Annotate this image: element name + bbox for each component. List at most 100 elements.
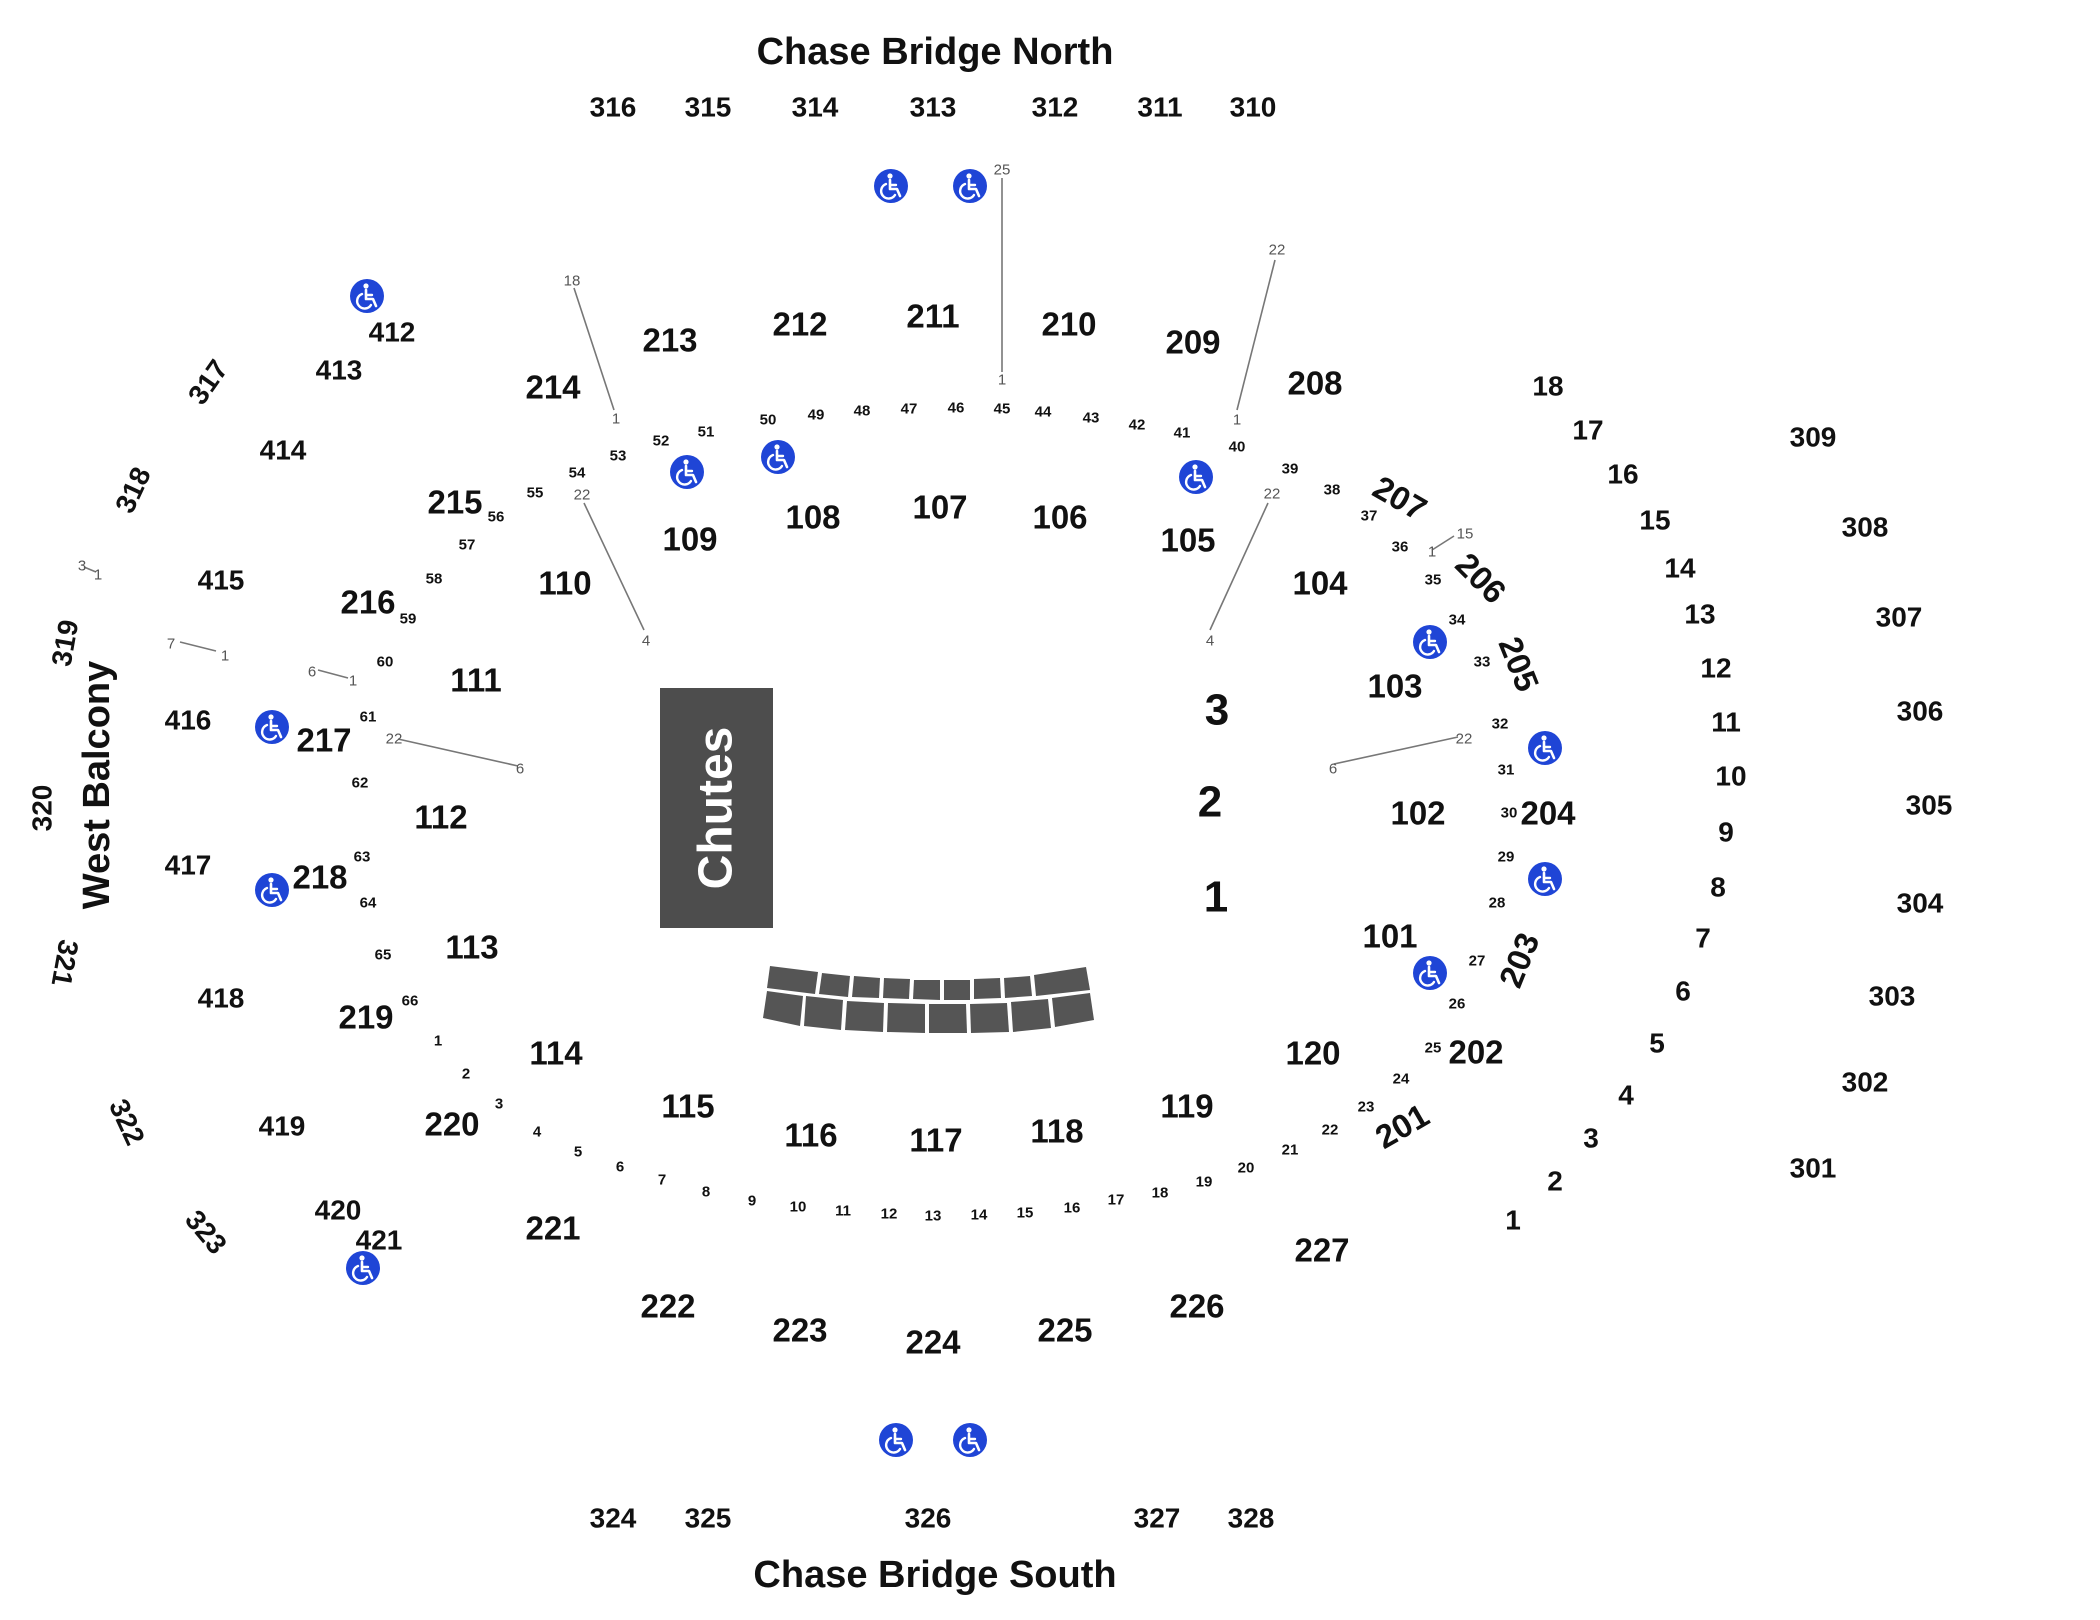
stage-block[interactable]	[804, 996, 843, 1030]
section-316[interactable]: 316	[590, 92, 637, 123]
row-number-21[interactable]: 21	[1282, 1142, 1299, 1159]
row-number-14[interactable]: 14	[971, 1207, 988, 1224]
stage-block[interactable]	[767, 966, 818, 994]
section-302[interactable]: 302	[1842, 1067, 1889, 1098]
section-113[interactable]: 113	[445, 929, 498, 966]
row-number-12[interactable]: 12	[881, 1206, 898, 1223]
row-number-42[interactable]: 42	[1129, 417, 1146, 434]
wheelchair-icon[interactable]	[255, 873, 289, 907]
section-101[interactable]: 101	[1362, 918, 1417, 955]
row-number-29[interactable]: 29	[1498, 849, 1515, 866]
section-322[interactable]: 322	[103, 1094, 151, 1149]
section-320[interactable]: 320	[27, 785, 58, 832]
row-number-54[interactable]: 54	[569, 465, 586, 482]
section-107[interactable]: 107	[912, 489, 967, 526]
stage-block[interactable]	[913, 980, 940, 1000]
section-314[interactable]: 314	[792, 92, 839, 123]
section-108[interactable]: 108	[785, 499, 840, 536]
row-number-35[interactable]: 35	[1425, 572, 1442, 589]
floor-row-2[interactable]: 2	[1547, 1166, 1563, 1197]
section-317[interactable]: 317	[182, 354, 234, 410]
row-number-44[interactable]: 44	[1035, 404, 1052, 421]
row-number-17[interactable]: 17	[1108, 1192, 1125, 1209]
section-417[interactable]: 417	[165, 850, 212, 881]
section-206[interactable]: 206	[1448, 545, 1513, 610]
wheelchair-icon[interactable]	[1413, 956, 1447, 990]
section-213[interactable]: 213	[642, 322, 697, 359]
row-number-7[interactable]: 7	[658, 1172, 666, 1189]
floor-row-13[interactable]: 13	[1684, 599, 1715, 630]
section-120[interactable]: 120	[1285, 1035, 1340, 1072]
row-number-23[interactable]: 23	[1358, 1099, 1375, 1116]
section-203[interactable]: 203	[1492, 928, 1547, 993]
section-303[interactable]: 303	[1869, 981, 1916, 1012]
wheelchair-icon[interactable]	[879, 1423, 913, 1457]
row-number-63[interactable]: 63	[354, 849, 371, 866]
stage-block[interactable]	[974, 978, 1001, 999]
row-number-55[interactable]: 55	[527, 485, 544, 502]
wheelchair-icon[interactable]	[953, 1423, 987, 1457]
section-211[interactable]: 211	[906, 298, 959, 335]
floor-row-7[interactable]: 7	[1695, 923, 1711, 954]
wheelchair-icon[interactable]	[1413, 625, 1447, 659]
wheelchair-icon[interactable]	[346, 1251, 380, 1285]
row-number-25[interactable]: 25	[1425, 1040, 1442, 1057]
stage-block[interactable]	[970, 1003, 1009, 1033]
section-304[interactable]: 304	[1897, 888, 1944, 919]
section-118[interactable]: 118	[1030, 1113, 1083, 1150]
section-222[interactable]: 222	[640, 1288, 695, 1325]
section-310[interactable]: 310	[1230, 92, 1277, 123]
section-315[interactable]: 315	[685, 92, 732, 123]
section-414[interactable]: 414	[260, 435, 307, 466]
section-221[interactable]: 221	[525, 1210, 580, 1247]
floor-row-12[interactable]: 12	[1700, 653, 1731, 684]
section-420[interactable]: 420	[315, 1195, 362, 1226]
floor-row-14[interactable]: 14	[1664, 553, 1696, 584]
row-number-60[interactable]: 60	[377, 654, 394, 671]
row-number-47[interactable]: 47	[901, 401, 918, 418]
section-412[interactable]: 412	[369, 317, 416, 348]
stage-block[interactable]	[1004, 976, 1032, 998]
floor-row-5[interactable]: 5	[1649, 1028, 1665, 1059]
row-number-15[interactable]: 15	[1017, 1205, 1034, 1222]
section-205[interactable]: 205	[1492, 632, 1547, 697]
row-number-66[interactable]: 66	[402, 993, 419, 1010]
wheelchair-icon[interactable]	[874, 169, 908, 203]
row-number-8[interactable]: 8	[702, 1184, 710, 1201]
section-201[interactable]: 201	[1369, 1096, 1435, 1156]
stage-block[interactable]	[845, 1001, 884, 1032]
row-number-36[interactable]: 36	[1392, 539, 1409, 556]
row-number-9[interactable]: 9	[748, 1193, 756, 1210]
section-111[interactable]: 111	[450, 662, 501, 699]
floor-row-10[interactable]: 10	[1715, 761, 1746, 792]
section-117[interactable]: 117	[909, 1122, 962, 1159]
row-number-6[interactable]: 6	[616, 1159, 624, 1176]
section-308[interactable]: 308	[1842, 512, 1889, 543]
row-number-40[interactable]: 40	[1229, 439, 1246, 456]
section-419[interactable]: 419	[259, 1111, 306, 1142]
section-311[interactable]: 311	[1137, 92, 1182, 123]
section-327[interactable]: 327	[1134, 1503, 1181, 1534]
section-416[interactable]: 416	[165, 705, 212, 736]
row-number-52[interactable]: 52	[653, 433, 670, 450]
row-number-31[interactable]: 31	[1498, 762, 1515, 779]
section-119[interactable]: 119	[1160, 1088, 1213, 1125]
section-114[interactable]: 114	[529, 1035, 583, 1072]
section-418[interactable]: 418	[198, 983, 245, 1014]
row-number-53[interactable]: 53	[610, 448, 627, 465]
row-number-43[interactable]: 43	[1083, 410, 1100, 427]
section-115[interactable]: 115	[661, 1088, 714, 1125]
floor-row-16[interactable]: 16	[1607, 459, 1638, 490]
row-number-4[interactable]: 4	[533, 1124, 542, 1141]
section-209[interactable]: 209	[1165, 324, 1220, 361]
row-number-24[interactable]: 24	[1393, 1071, 1410, 1088]
floor-row-11[interactable]: 11	[1711, 707, 1741, 738]
row-number-51[interactable]: 51	[698, 424, 715, 441]
floor-row-8[interactable]: 8	[1710, 872, 1726, 903]
section-103[interactable]: 103	[1367, 668, 1422, 705]
row-number-1[interactable]: 1	[434, 1033, 442, 1050]
section-306[interactable]: 306	[1897, 696, 1944, 727]
floor-row-6[interactable]: 6	[1675, 976, 1691, 1007]
section-102[interactable]: 102	[1390, 795, 1445, 832]
floor-row-9[interactable]: 9	[1718, 817, 1734, 848]
